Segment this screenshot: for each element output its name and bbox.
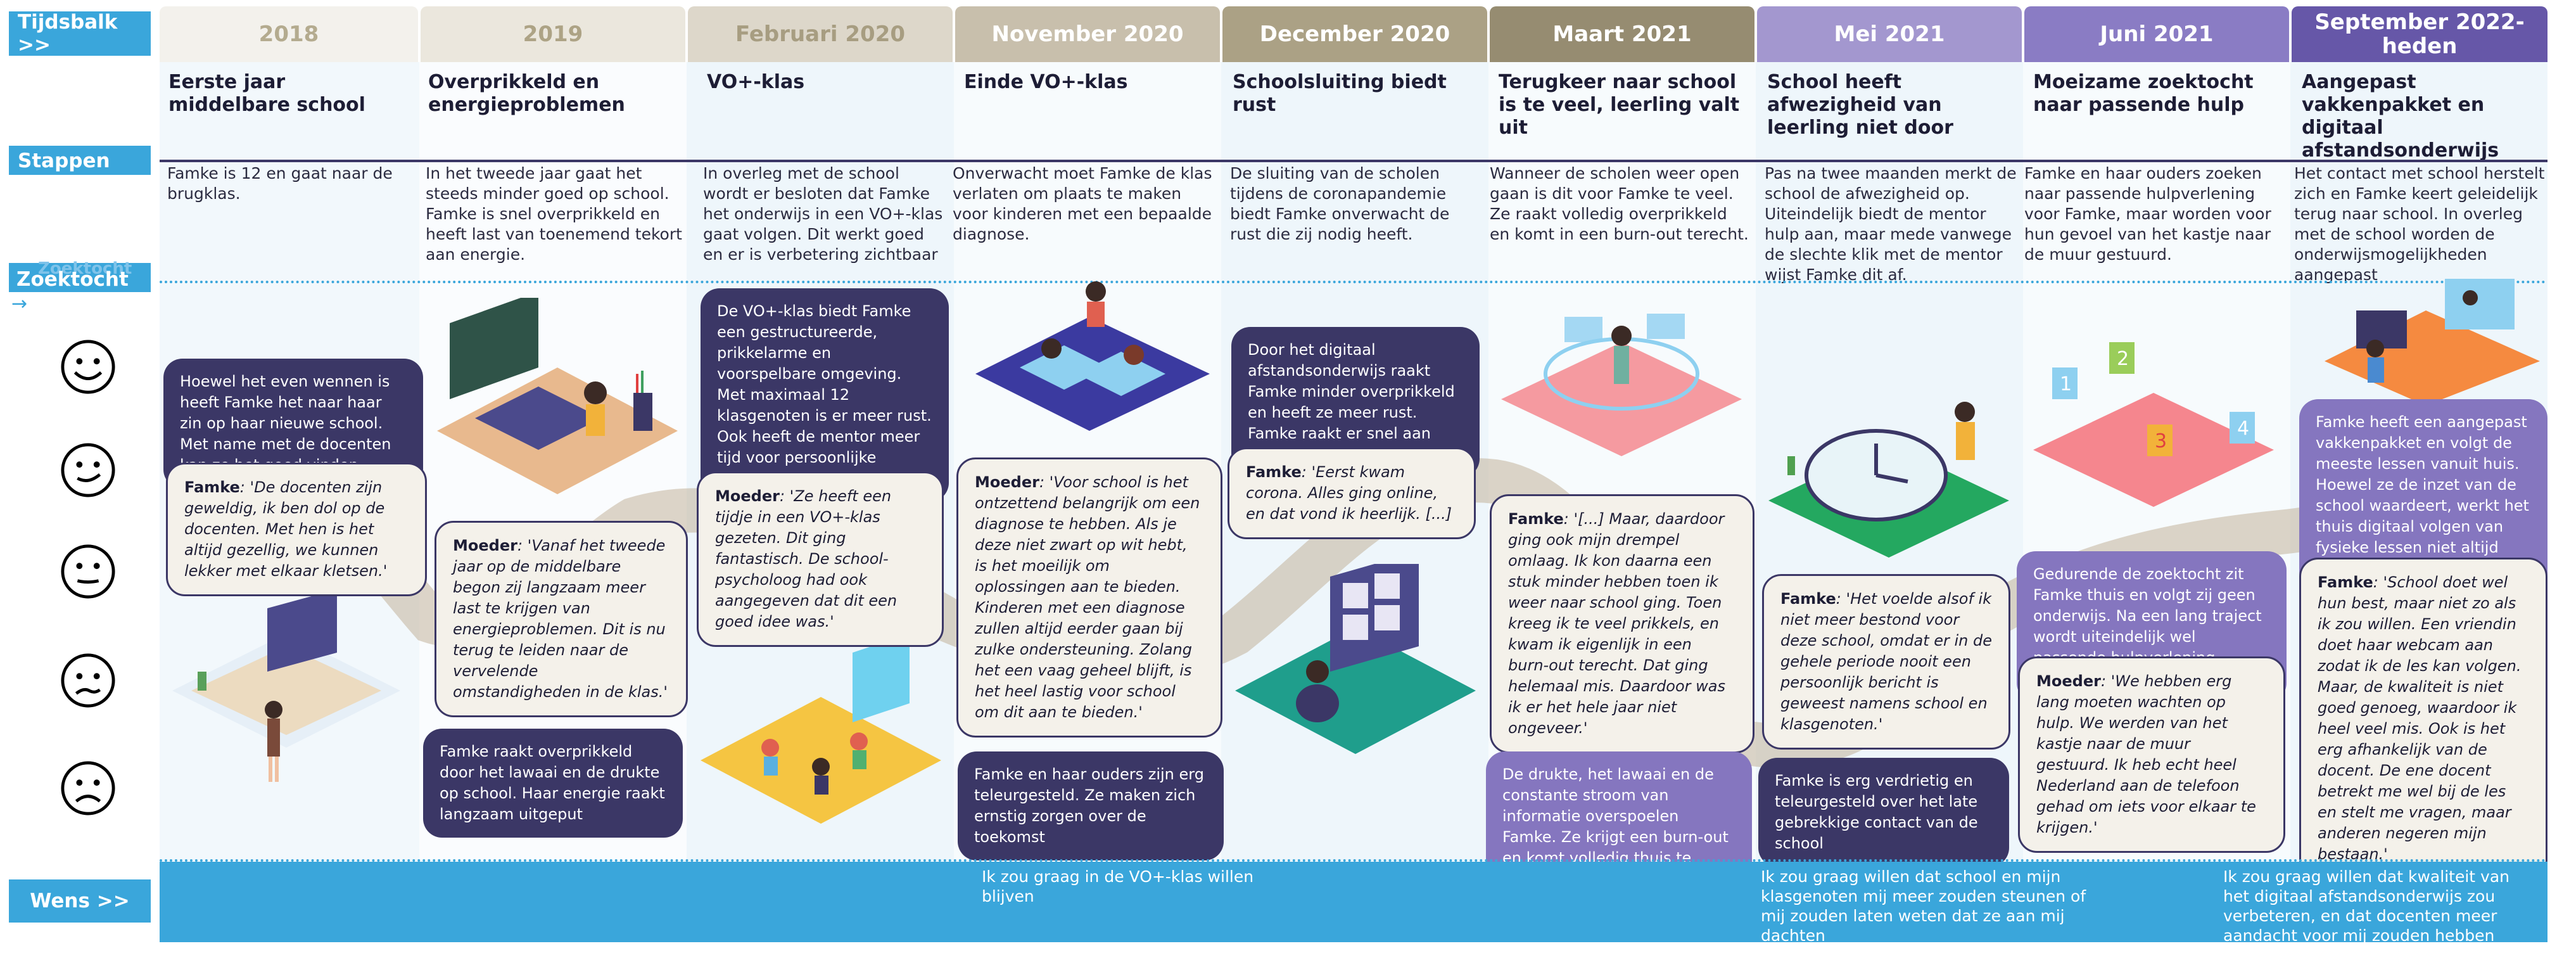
happy-face-icon: [61, 443, 115, 497]
quote-speaker: Famke: [184, 478, 240, 496]
timeline-label: Tijdsbalk >>: [9, 11, 151, 56]
step-title-mei2021: School heeft afwezigheid van leerling ni…: [1767, 71, 1953, 139]
worried-face-icon: [61, 653, 115, 708]
quote-speaker: Moeder: [2036, 672, 2101, 690]
wish-text-sep2022: Ik zou graag willen dat kwaliteit van he…: [2223, 867, 2509, 964]
quote-speaker: Moeder: [453, 537, 517, 554]
quote-text: : 'School doet wel hun best, maar niet z…: [2318, 573, 2522, 863]
quote-text: : 'We hebben erg lang moeten wachten op …: [2036, 672, 2256, 836]
step-title-nov2020: Einde VO+-klas: [964, 71, 1128, 93]
online-lesson-illustration: [2325, 279, 2540, 406]
period-header-dec2020: December 2020: [1222, 6, 1487, 62]
quote-text: : 'Vanaf het tweede jaar op de middelbar…: [453, 537, 668, 701]
quote-bubble-2019: Moeder: 'Vanaf het tweede jaar op de mid…: [435, 521, 688, 717]
wish-label: Wens >>: [9, 879, 151, 923]
story-bubble-mei2021: Famke is erg verdrietig en teleurgesteld…: [1758, 758, 2009, 867]
svg-text:2: 2: [2117, 348, 2129, 370]
period-header-2019: 2019: [421, 6, 685, 62]
quote-text: : '[...] Maar, daardoor ging ook mijn dr…: [1508, 510, 1726, 737]
quote-bubble-jun2021: Moeder: 'We hebben erg lang moeten wacht…: [2018, 656, 2285, 853]
quote-speaker: Moeder: [975, 473, 1039, 491]
quote-speaker: Famke: [1780, 590, 1836, 608]
quote-bubble-nov2020: Moeder: 'Voor school is het ontzettend b…: [956, 457, 1222, 738]
video-call-illustration: [1235, 564, 1476, 754]
quote-text: : 'Eerst kwam corona. Alles ging online,…: [1246, 463, 1452, 523]
step-title-2019: Overprikkeld en energieproblemen: [428, 71, 625, 116]
quote-bubble-feb2020: Moeder: 'Ze heeft een tijdje in een VO+-…: [697, 471, 944, 647]
step-title-jun2021: Moeizame zoektocht naar passende hulp: [2033, 71, 2254, 116]
quote-bubble-2018: Famke: 'De docenten zijn geweldig, ik be…: [166, 463, 427, 596]
quote-bubble-mei2021: Famke: 'Het voelde alsof ik niet meer be…: [1762, 574, 2010, 750]
quote-speaker: Famke: [1246, 463, 1302, 481]
overwhelmed-student-illustration: [1501, 314, 1742, 456]
svg-text:3: 3: [2155, 430, 2167, 452]
step-text-dec2020: De sluiting van de scholen tijdens de co…: [1230, 164, 1450, 243]
step-text-2019: In het tweede jaar gaat het steeds minde…: [426, 164, 682, 264]
period-header-sep2022: September 2022-heden: [2292, 6, 2547, 62]
story-bubble-nov2020: Famke en haar ouders zijn erg teleurgest…: [958, 751, 1224, 860]
step-text-feb2020: In overleg met de school wordt er beslot…: [703, 164, 943, 264]
wish-dotted-divider: [160, 859, 2547, 862]
quote-text: : 'Het voelde alsof ik niet meer bestond…: [1780, 590, 1993, 733]
story-bubble-jun2021: Gedurende de zoektocht zit Famke thuis e…: [2017, 551, 2287, 702]
search-divider: [160, 281, 2547, 283]
student-desk-illustration: [437, 298, 678, 494]
quote-bubble-sep2022: Famke: 'School doet wel hun best, maar n…: [2299, 558, 2547, 879]
wish-text-mei2021: Ik zou graag willen dat school en mijn k…: [1761, 867, 2086, 945]
quote-speaker: Moeder: [715, 487, 780, 505]
neutral-face-icon: [61, 544, 115, 599]
quote-text: : 'Ze heeft een tijdje in een VO+-klas g…: [715, 487, 898, 630]
step-text-2018: Famke is 12 en gaat naar de brugklas.: [167, 164, 393, 203]
small-classroom-illustration: [701, 640, 941, 824]
period-header-feb2020: Februari 2020: [688, 6, 953, 62]
step-text-jun2021: Famke en haar ouders zoeken naar passend…: [2024, 164, 2271, 264]
search-label-text: Zoektocht: [16, 268, 129, 291]
sad-face-icon: [61, 761, 115, 815]
svg-text:1: 1: [2060, 373, 2072, 395]
quote-text: : 'Voor school is het ontzettend belangr…: [975, 473, 1200, 721]
step-title-mar2021: Terugkeer naar school is te veel, leerli…: [1499, 71, 1740, 139]
quote-speaker: Famke: [2318, 573, 2373, 591]
wish-text-nov2020: Ik zou graag in de VO+-klas willen blijv…: [982, 867, 1254, 905]
story-bubble-2019: Famke raakt overprikkeld door het lawaai…: [423, 729, 683, 838]
step-text-nov2020: Onverwacht moet Famke de klas verlaten o…: [953, 164, 1212, 243]
very-happy-face-icon: [61, 340, 115, 394]
search-label-arrow: →: [11, 293, 28, 315]
svg-text:4: 4: [2237, 418, 2249, 440]
period-header-mei2021: Mei 2021: [1757, 6, 2022, 62]
period-header-nov2020: November 2020: [955, 6, 1220, 62]
classroom-teacher-illustration: [172, 596, 400, 782]
wish-band: [160, 862, 2547, 942]
steps-divider: [160, 160, 2547, 162]
step-text-mei2021: Pas na twee maanden merkt de school de a…: [1765, 164, 2017, 284]
period-header-jun2021: Juni 2021: [2024, 6, 2289, 62]
step-title-dec2020: Schoolsluiting biedt rust: [1233, 71, 1447, 116]
step-text-mar2021: Wanneer de scholen weer open gaan is dit…: [1490, 164, 1749, 243]
search-label-ghost: Zoektocht: [38, 259, 132, 278]
steps-label: Stappen >>: [9, 146, 151, 195]
step-title-feb2020: VO+-klas: [707, 71, 805, 93]
story-bubble-feb2020: De VO+-klas biedt Famke een gestructuree…: [701, 288, 949, 502]
numbered-steps-illustration: 1 2 3 4: [2033, 342, 2274, 507]
step-text-sep2022: Het contact met school herstelt zich en …: [2294, 164, 2545, 284]
period-header-2018: 2018: [160, 6, 418, 62]
period-header-mar2021: Maart 2021: [1490, 6, 1754, 62]
quote-bubble-dec2020: Famke: 'Eerst kwam corona. Alles ging on…: [1228, 447, 1476, 539]
clock-waiting-illustration: [1768, 402, 2009, 558]
step-title-sep2022: Aangepast vakkenpakket en digitaal afsta…: [2302, 71, 2499, 162]
quote-speaker: Famke: [1508, 510, 1564, 528]
quote-bubble-mar2021: Famke: '[...] Maar, daardoor ging ook mi…: [1490, 494, 1754, 753]
quote-text: : 'De docenten zijn geweldig, ik ben dol…: [184, 478, 388, 580]
puzzle-people-illustration: [975, 281, 1210, 431]
step-title-2018: Eerste jaar middelbare school: [168, 71, 365, 116]
search-label: Zoektocht Zoektocht: [9, 259, 151, 292]
